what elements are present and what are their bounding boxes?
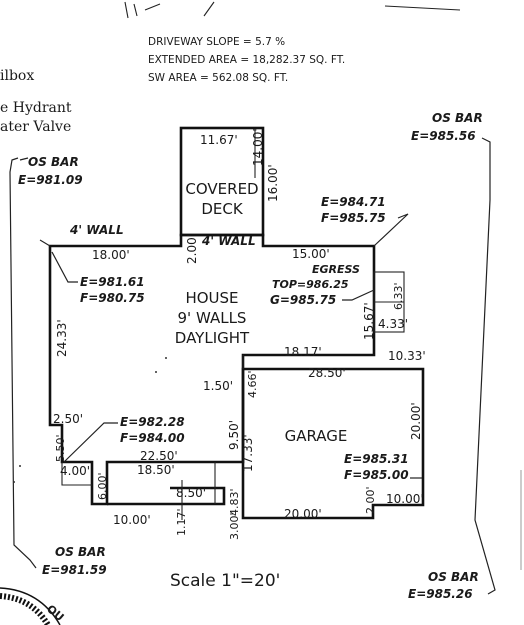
dim-8-50: 8.50' xyxy=(176,486,206,500)
dim-18-50: 18.50' xyxy=(137,463,175,477)
top-sketch-marks xyxy=(124,1,461,19)
dim-10-33: 10.33' xyxy=(388,349,426,363)
wall-label-mid: 4' WALL xyxy=(201,234,256,248)
deck-elev-e: E=984.71 xyxy=(321,195,386,209)
covered-deck-label-2: DECK xyxy=(201,200,244,218)
dim-20-00-bottom: 20.00' xyxy=(284,507,322,521)
west-elev-e: E=982.28 xyxy=(120,415,185,429)
dim-4-00: 4.00' xyxy=(60,464,90,478)
egress-top: TOP=986.25 xyxy=(272,278,349,291)
bumpout-line xyxy=(61,462,92,486)
egress-g: G=985.75 xyxy=(270,293,336,307)
dim-18-00: 18.00' xyxy=(92,248,130,262)
dim-28-50: 28.50' xyxy=(308,366,346,380)
dim-1-50: 1.50' xyxy=(203,379,233,393)
dim-15-67: 15.67' xyxy=(362,302,376,340)
legend-fire-hydrant: e Hydrant xyxy=(0,100,72,116)
dim-3-00: 3.00' xyxy=(228,512,241,540)
deck-elev-leader xyxy=(373,213,409,247)
dim-24-33: 24.33' xyxy=(55,319,69,357)
house-label-2: 9' WALLS xyxy=(178,309,247,327)
os-bar-se-label: OS BAR xyxy=(428,570,479,584)
compass-text: OU xyxy=(44,602,66,624)
legend-mailbox: ilbox xyxy=(0,68,34,84)
dim-10-00-garage: 10.00' xyxy=(386,492,424,506)
dim-10-00-bottom: 10.00' xyxy=(113,513,151,527)
dim-15-00: 15.00' xyxy=(292,247,330,261)
note-sw-area: SW AREA = 562.08 SQ. FT. xyxy=(148,72,288,84)
dim-2-00-garage: 2.00' xyxy=(364,486,377,514)
dim-17-33: 17.33' xyxy=(241,434,255,472)
os-bar-nw-elev: E=981.09 xyxy=(18,173,83,187)
west-elev-f: F=984.00 xyxy=(120,431,185,445)
garage-label: GARAGE xyxy=(285,427,348,445)
covered-deck-label-1: COVERED xyxy=(185,180,258,198)
compass-seal-fragment: OU xyxy=(0,587,66,625)
note-extended-area: EXTENDED AREA = 18,282.37 SQ. FT. xyxy=(148,54,345,66)
egress-leader xyxy=(342,289,375,301)
bottom-step xyxy=(107,486,226,506)
dim-22-50: 22.50' xyxy=(140,449,178,463)
house-elev-f: F=980.75 xyxy=(80,291,145,305)
dim-4-83: 4.83' xyxy=(228,488,241,516)
boundary-lines xyxy=(9,137,496,595)
os-bar-se-elev: E=985.26 xyxy=(408,587,473,601)
dim-6-33: 6.33' xyxy=(392,282,405,310)
garage-elev-f: F=985.00 xyxy=(344,468,409,482)
wall-label-left: 4' WALL xyxy=(69,223,124,237)
garage-elev-e: E=985.31 xyxy=(344,452,409,466)
dim-6-00: 6.00' xyxy=(96,472,109,500)
dim-16-00: 16.00' xyxy=(266,164,280,202)
dim-20-00-right: 20.00' xyxy=(409,402,423,440)
west-elev-leader xyxy=(63,422,118,463)
legend-water-valve: ater Valve xyxy=(0,119,71,135)
garage-outline xyxy=(241,367,425,520)
speckles xyxy=(13,357,167,483)
house-label-1: HOUSE xyxy=(185,289,238,307)
house-label-3: DAYLIGHT xyxy=(175,329,250,347)
dim-11-67: 11.67' xyxy=(200,133,238,147)
scale-label: Scale 1"=20' xyxy=(170,571,280,591)
dim-4-66: 4.66' xyxy=(246,370,259,398)
dim-1-17: 1.17' xyxy=(175,508,188,536)
house-elev-leader xyxy=(51,251,78,283)
deck-elev-f: F=985.75 xyxy=(321,211,386,225)
egress-label: EGRESS xyxy=(312,263,360,276)
house-elev-e: E=981.61 xyxy=(80,275,145,289)
dim-5-50: 5.50' xyxy=(54,434,67,462)
os-bar-ne-elev: E=985.56 xyxy=(411,129,476,143)
os-bar-nw-label: OS BAR xyxy=(28,155,79,169)
os-bar-sw-elev: E=981.59 xyxy=(42,563,107,577)
dim-2-00-deck: 2.00' xyxy=(185,234,199,264)
dim-2-50: 2.50' xyxy=(53,412,83,426)
wall-left-leader xyxy=(39,239,51,247)
os-bar-ne-label: OS BAR xyxy=(432,111,483,125)
dim-9-50: 9.50' xyxy=(227,420,241,450)
dim-4-33: 4.33' xyxy=(378,317,408,331)
dim-14-00: 14.00' xyxy=(251,128,265,166)
note-driveway-slope: DRIVEWAY SLOPE = 5.7 % xyxy=(148,36,285,48)
house-outline xyxy=(48,233,376,506)
dim-18-17: 18.17' xyxy=(284,345,322,359)
os-bar-sw-label: OS BAR xyxy=(55,545,106,559)
